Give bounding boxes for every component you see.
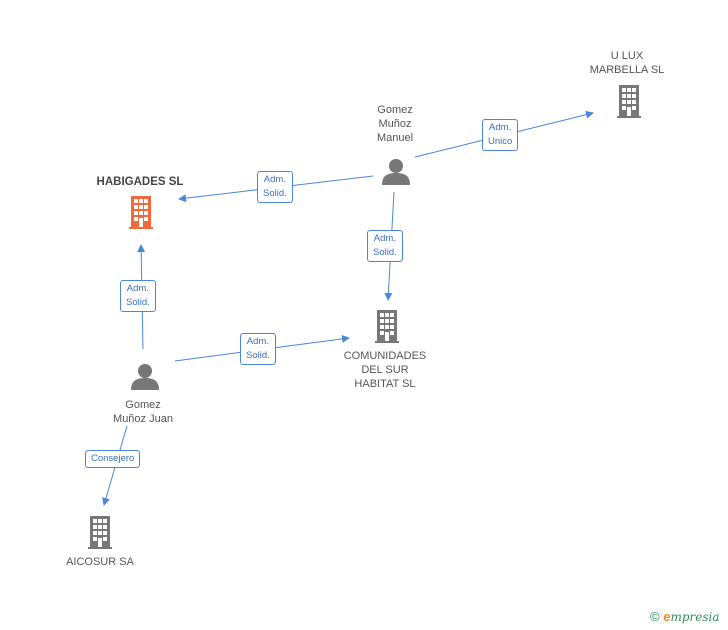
node-label-manuel[interactable]: Gomez Muñoz Manuel [376, 104, 414, 144]
brand-e: e [663, 609, 671, 624]
habigades-building-icon[interactable] [129, 196, 153, 229]
manuel-person-icon[interactable] [382, 159, 410, 185]
edge-label-juan-aicosur: Consejero [85, 450, 141, 468]
brand-rest: mpresia [670, 610, 720, 624]
edge-label-juan-habigades: Adm. Solid. [120, 280, 156, 312]
comunidades-building-icon[interactable] [375, 310, 399, 343]
ulux-building-icon[interactable] [617, 85, 641, 118]
edge-label-juan-comunidades: Adm. Solid. [240, 333, 276, 365]
aicosur-building-icon[interactable] [88, 516, 112, 549]
node-label-habigades[interactable]: HABIGADES SL [96, 176, 184, 188]
edge-label-manuel-habigades: Adm. Solid. [257, 171, 293, 203]
node-label-aicosur[interactable]: AICOSUR SA [66, 556, 134, 568]
node-label-comunidades[interactable]: COMUNIDADES DEL SUR HABITAT SL [343, 350, 427, 390]
edge-label-manuel-comunidades: Adm. Solid. [367, 230, 403, 262]
edge-label-manuel-ulux: Adm. Unico [482, 119, 519, 151]
juan-person-icon[interactable] [131, 364, 159, 390]
node-label-juan[interactable]: Gomez Muñoz Juan [113, 399, 173, 425]
empresia-logo: © empresia [650, 609, 720, 624]
copyright-icon: © [650, 609, 660, 624]
node-label-ulux[interactable]: U LUX MARBELLA SL [589, 50, 665, 76]
